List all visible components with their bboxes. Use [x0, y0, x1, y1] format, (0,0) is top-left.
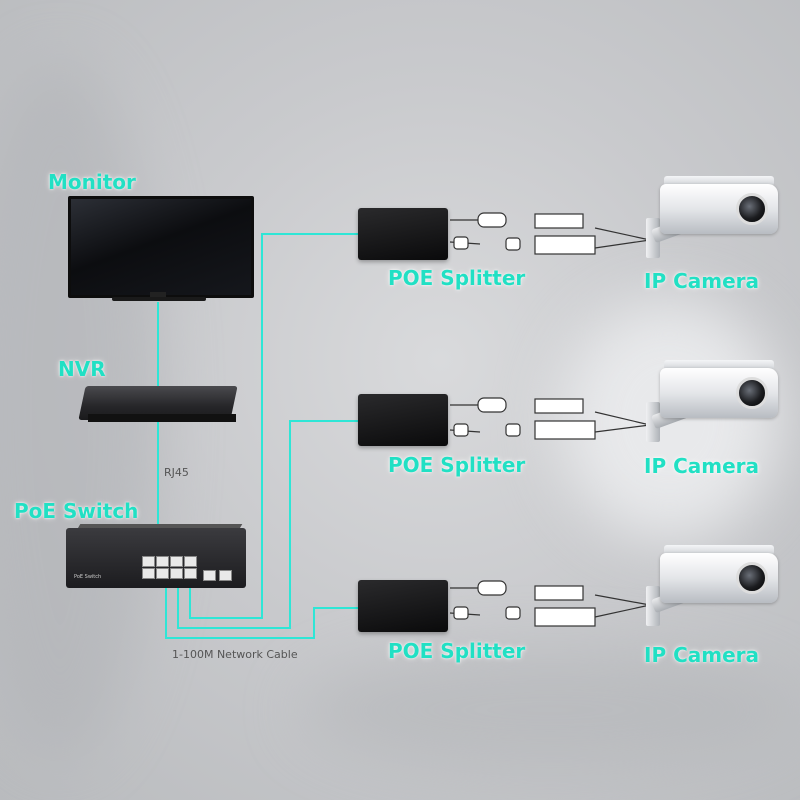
switch-uplink-port: [219, 570, 232, 581]
camera-label-2: IP Camera: [644, 454, 759, 478]
splitter-label-1: POE Splitter: [388, 266, 526, 290]
dc-jack-2: [453, 423, 469, 437]
nvr-front-panel: [88, 414, 236, 422]
camera-label-1: IP Camera: [644, 269, 759, 293]
rj45-jack-2: [534, 420, 596, 440]
switch-port: [170, 568, 183, 579]
switch-port: [184, 568, 197, 579]
switch-splitter2-cable: [177, 420, 360, 629]
cam-wire-3b: [594, 604, 651, 618]
camera-lens: [736, 193, 768, 225]
dc-jack-3: [453, 606, 469, 620]
camera-lens: [736, 562, 768, 594]
splitter-label-2: POE Splitter: [388, 453, 526, 477]
poe-switch-label: PoE Switch: [14, 499, 139, 523]
cam-wire-2b: [594, 424, 651, 433]
cam-wire-3a: [594, 594, 651, 606]
dc-tip-3: [505, 606, 521, 620]
dc-plug-3: [477, 580, 507, 596]
switch-uplink-port: [203, 570, 216, 581]
monitor-label: Monitor: [48, 170, 136, 194]
camera-hood: [664, 360, 774, 370]
switch-brand-text: PoE Switch: [74, 574, 102, 580]
dc-jack-1: [453, 236, 469, 250]
splitter-label-3: POE Splitter: [388, 639, 526, 663]
switch-port: [142, 568, 155, 579]
rj45-plug-3: [534, 585, 584, 601]
rj45-label: RJ45: [164, 466, 189, 479]
camera-label-3: IP Camera: [644, 643, 759, 667]
background-floor: [300, 650, 800, 770]
switch-port: [156, 568, 169, 579]
poe-splitter-2: [358, 394, 448, 446]
camera-lens: [736, 377, 768, 409]
monitor-stand: [150, 292, 166, 298]
monitor-base: [112, 297, 206, 301]
switch-port: [184, 556, 197, 567]
switch-port: [156, 556, 169, 567]
nvr-label: NVR: [58, 357, 106, 381]
poe-splitter-3: [358, 580, 448, 632]
cam-wire-2a: [594, 411, 651, 426]
camera-hood: [664, 545, 774, 555]
rj45-jack-3: [534, 607, 596, 627]
network-cable-label: 1-100M Network Cable: [172, 648, 298, 661]
monitor-screen: [68, 196, 254, 298]
switch-splitter3-cable: [165, 588, 360, 639]
cam-wire-1a: [594, 227, 651, 241]
dc-tip-1: [505, 237, 521, 251]
switch-splitter1-cable: [189, 233, 360, 619]
dc-tip-2: [505, 423, 521, 437]
dc-plug-1: [477, 212, 507, 228]
rj45-jack-1: [534, 235, 596, 255]
rj45-plug-1: [534, 213, 584, 229]
cam-wire-1b: [594, 239, 651, 249]
dc-plug-2: [477, 397, 507, 413]
switch-port: [170, 556, 183, 567]
poe-splitter-1: [358, 208, 448, 260]
switch-port: [142, 556, 155, 567]
camera-hood: [664, 176, 774, 186]
rj45-plug-2: [534, 398, 584, 414]
